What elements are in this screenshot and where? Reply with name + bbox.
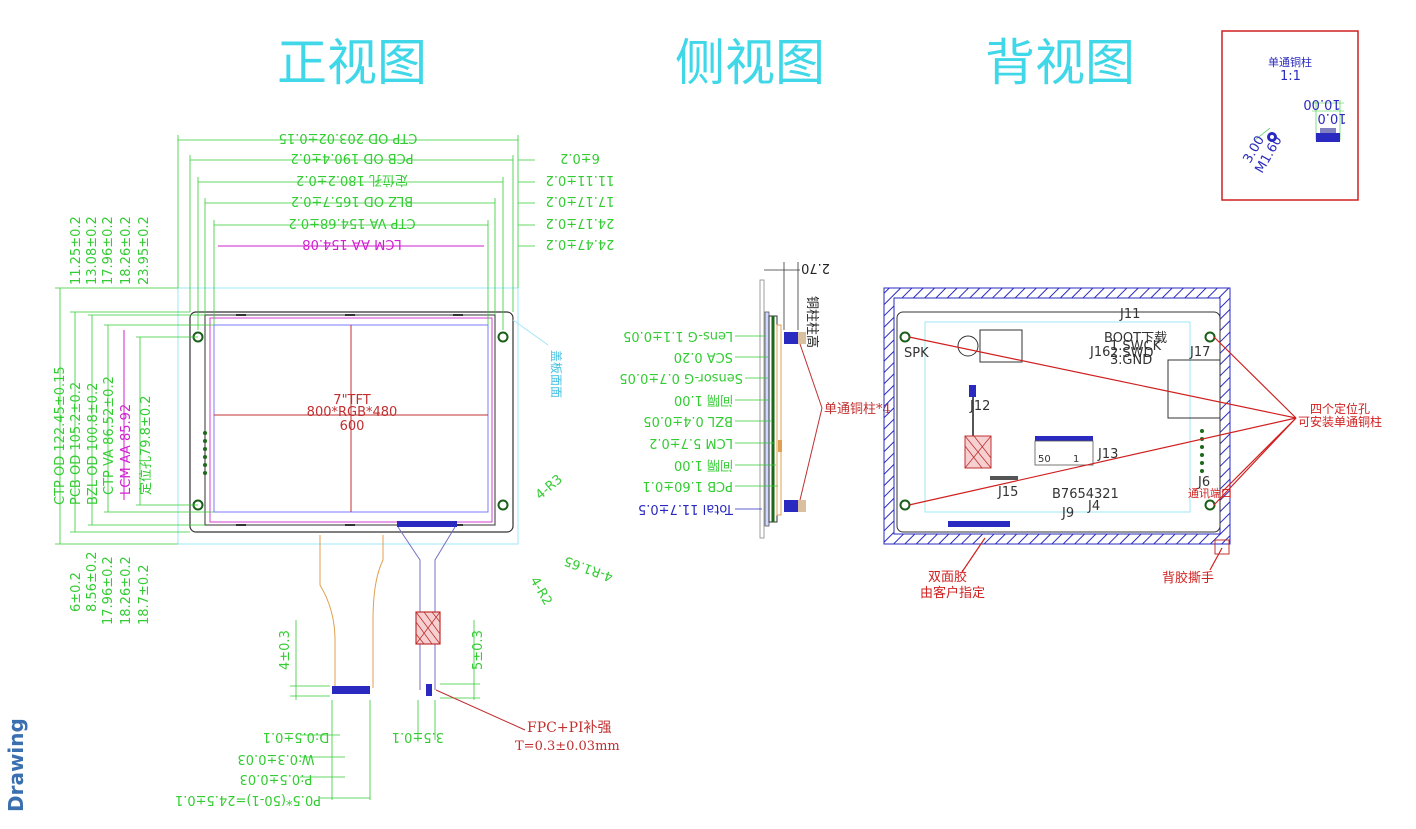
radius-label-r165: 4-R1.65 <box>562 553 615 585</box>
dim-pcb-od-height: PCB OD 105.2±0.2 <box>69 382 84 505</box>
dim-ctp-va-width: CTP VA 154.68±0.2 <box>288 215 415 230</box>
dim-lcm-aa-height: LCM AA 85.92 <box>119 404 134 495</box>
fpc-dim-pitch-total: P0.5*(50-1)=24.5±0.1 <box>175 792 321 807</box>
label-j11: J11 <box>1119 307 1140 322</box>
dim-right-4: 24.17±0.2 <box>546 215 615 230</box>
tape-note-line2: 由客户指定 <box>920 585 985 601</box>
front-view: 7"TFT 800*RGB*480 600 <box>53 130 620 807</box>
label-swck: 1.SWCK <box>1110 339 1162 354</box>
label-boot: BOOT下载 <box>1104 331 1167 346</box>
label-pin-50: 50 <box>1038 454 1051 465</box>
panel-resolution-text: 800*RGB*480 <box>307 405 398 420</box>
radius-label-r2: 4-R2 <box>527 575 555 609</box>
layer-bzl: BZL 0.4±0.05 <box>643 413 733 428</box>
dim-left-bottom-3: 17.96±0.2 <box>101 556 116 625</box>
side-view: 2.70 铜柱柱高 Lens-G 1.1±0.05 SCA 0.20 Senso… <box>619 260 891 539</box>
detail-dim-1: 10.00 <box>1303 96 1340 111</box>
fpc-dim-4: 4±0.3 <box>278 630 293 670</box>
fpc-dim-w: W:0.3±0.03 <box>238 751 315 766</box>
dim-lcm-aa-width: LCM AA 154.08 <box>302 236 401 251</box>
label-j13: J13 <box>1097 447 1118 462</box>
dim-ctp-od-height: CTP OD 122.45±0.15 <box>53 366 68 505</box>
single-stud-note: 单通铜柱*4 <box>824 402 891 417</box>
dim-mount-hole-width: 定位孔 180.2±0.2 <box>296 172 408 187</box>
label-j6: J6 <box>1197 475 1210 490</box>
dim-ctp-od-width: CTP OD 203.02±0.15 <box>279 130 418 145</box>
fpc-thickness-note: T=0.3±0.03mm <box>515 739 620 754</box>
dim-left-top-5: 23.95±0.2 <box>137 216 152 285</box>
layer-lens-glass: Lens-G 1.1±0.05 <box>623 328 733 343</box>
label-swd: 2.SWD <box>1110 346 1154 361</box>
layer-pcb: PCB 1.60±0.1 <box>643 478 733 493</box>
fpc-dim-p: P:0.5±0.03 <box>240 771 313 786</box>
detail-dim-2: 10.0 <box>1318 110 1347 125</box>
back-view-title: 背视图 <box>985 34 1135 92</box>
panel-type-text: 7"TFT <box>333 393 370 408</box>
back-view: J11 J16 J17 J12 J13 J15 J4 J9 J6 SPK BOO… <box>883 287 1382 601</box>
tape-tab-note: 背胶撕手 <box>1162 570 1214 586</box>
front-view-title: 正视图 <box>277 34 427 92</box>
detail-title: 单通铜柱 <box>1268 55 1312 69</box>
label-spk: SPK <box>904 346 929 361</box>
stud-detail-box: 单通铜柱 1:1 10.00 10.0 3.00 M1.60 <box>1221 30 1359 201</box>
panel-code-text: 600 <box>340 419 365 434</box>
dim-bzl-od-height: BZL OD 100.8±0.2 <box>86 383 101 505</box>
label-pin-1: 1 <box>1073 454 1079 465</box>
dim-right-2: 11.11±0.2 <box>546 172 615 187</box>
label-j4: J4 <box>1087 499 1100 514</box>
stud-height-dim: 2.70 <box>801 260 830 275</box>
dim-left-bottom-5: 18.7±0.2 <box>137 564 152 625</box>
label-j17: J17 <box>1189 345 1210 360</box>
layer-gap-1: 间隔 1.00 <box>674 392 733 407</box>
dim-left-bottom-2: 8.56±0.2 <box>85 551 100 612</box>
fpc-dim-d: D:0.5±0.1 <box>263 729 330 744</box>
label-gnd: 3.GND <box>1110 353 1152 368</box>
stud-height-note: 铜柱柱高 <box>804 296 820 348</box>
side-view-title: 侧视图 <box>675 34 825 92</box>
comm-port-note: 通讯端口 <box>1188 487 1232 500</box>
layer-lcm: LCM 5.7±0.2 <box>649 435 733 450</box>
dim-left-bottom-1: 6±0.2 <box>69 572 84 612</box>
fpc-stiffener-note: FPC+PI补强 <box>527 720 612 736</box>
dim-left-top-2: 13.08±0.2 <box>85 216 100 285</box>
fpc-dim-5: 5±0.3 <box>471 630 486 670</box>
fpc-dim-3-5: 3.5±0.1 <box>392 729 444 744</box>
label-j9: J9 <box>1061 506 1074 521</box>
dim-pcb-od-width: PCB OD 190.4±0.2 <box>290 150 413 165</box>
drawing-side-tab[interactable]: Drawing <box>4 718 28 812</box>
dim-right-3: 17.17±0.2 <box>546 193 615 208</box>
detail-scale: 1:1 <box>1280 69 1301 84</box>
layer-gap-2: 间隔 1.00 <box>674 457 733 472</box>
tape-note-line1: 双面胶 <box>928 569 967 585</box>
dim-left-bottom-4: 18.26±0.2 <box>119 556 134 625</box>
dim-mount-hole-height: 定位孔79.8±0.2 <box>139 395 154 495</box>
dim-left-top-4: 18.26±0.2 <box>119 216 134 285</box>
label-j15: J15 <box>997 485 1018 500</box>
layer-sensor-glass: Sensor-G 0.7±0.05 <box>619 370 743 385</box>
cover-surface-note: 盖板面面 <box>549 350 563 398</box>
dim-bzl-od-width: BLZ OD 165.7±0.2 <box>291 193 413 208</box>
hole-note-line1: 四个定位孔 <box>1310 401 1370 416</box>
layer-sca: SCA 0.20 <box>674 349 733 364</box>
layer-total: Total 11.7±0.5 <box>638 501 734 516</box>
dim-left-top-3: 17.96±0.2 <box>101 216 116 285</box>
hole-note-line2: 可安装单通铜柱 <box>1298 414 1382 429</box>
label-serial: B7654321 <box>1052 487 1119 502</box>
dim-left-top-1: 11.25±0.2 <box>69 216 84 285</box>
dim-right-5: 24.47±0.2 <box>546 236 615 251</box>
label-j12: J12 <box>969 399 990 414</box>
radius-label-r3: 4-R3 <box>533 472 566 503</box>
dim-ctp-va-height: CTP VA 86.52±0.2 <box>102 376 117 495</box>
label-j16: J16 <box>1089 345 1110 360</box>
dim-right-1: 6±0.2 <box>560 150 600 165</box>
